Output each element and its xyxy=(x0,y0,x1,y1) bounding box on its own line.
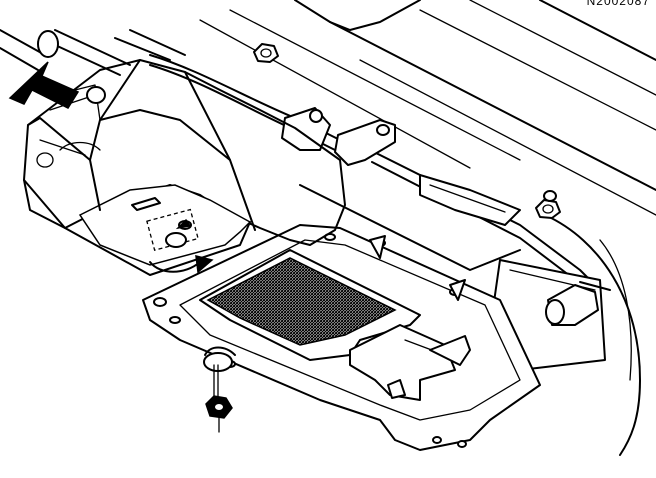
mounting-bracket xyxy=(334,119,521,226)
bolt-icon xyxy=(535,199,561,219)
rotation-arrow-icon xyxy=(149,255,214,274)
direction-arrow-icon xyxy=(8,61,80,109)
rivet-icon xyxy=(543,190,557,202)
skid-plate xyxy=(142,224,541,451)
figure-reference-code: N2002087 xyxy=(586,0,650,8)
fuel-tank xyxy=(23,59,346,276)
body-panel xyxy=(199,0,656,456)
fastener-nut xyxy=(203,346,236,433)
bolt-icon xyxy=(253,43,279,63)
body-bolts xyxy=(253,43,561,219)
rail-pipes xyxy=(0,29,186,76)
